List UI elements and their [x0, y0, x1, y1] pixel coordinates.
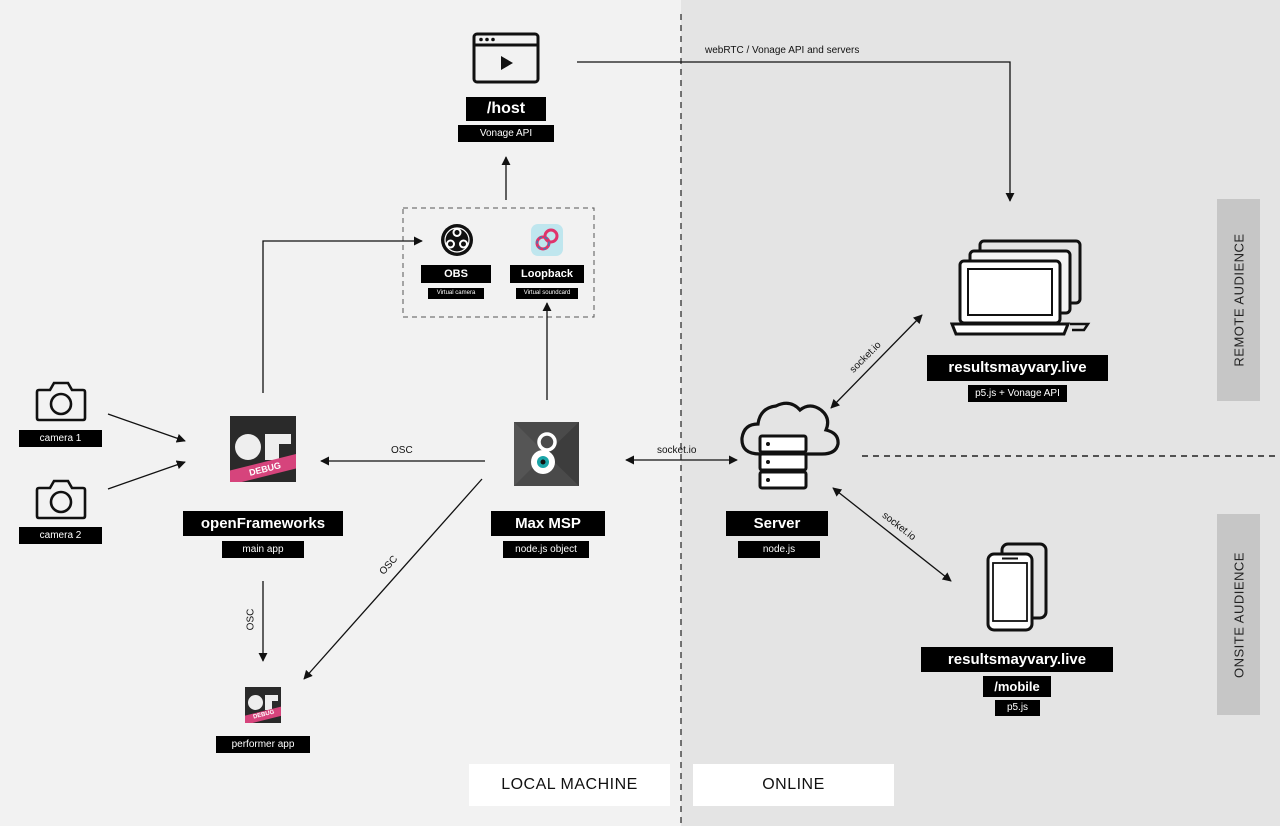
obs-icon — [441, 224, 473, 256]
performer-app-logo: DEBUG — [245, 687, 281, 723]
host-title: /host — [466, 97, 546, 121]
edge-label-socket-max-server: socket.io — [657, 445, 697, 456]
edge-label-osc-of-performer: OSC — [245, 608, 257, 631]
loopback-icon — [531, 224, 563, 256]
arrow-max-to-performer — [303, 478, 483, 680]
mobile-site-path: /mobile — [983, 676, 1051, 697]
arrow-server-mobile — [832, 487, 952, 582]
max-msp-logo — [514, 422, 579, 486]
mobile-site-subtitle: p5.js — [995, 700, 1040, 716]
online-region-background — [681, 0, 1280, 826]
camera1-label: camera 1 — [19, 430, 102, 447]
performer-app-label: performer app — [216, 736, 310, 753]
onsite-audience-label: ONSITE AUDIENCE — [1217, 514, 1260, 715]
camera-icon — [35, 479, 87, 520]
server-subtitle: node.js — [738, 541, 820, 558]
edge-label-osc-max-of: OSC — [391, 445, 413, 456]
obs-subtitle: Virtual camera — [428, 288, 484, 299]
openframeworks-logo: DEBUG — [230, 416, 296, 482]
arrow-camera2-to-of — [107, 460, 186, 490]
loopback-title: Loopback — [510, 265, 584, 283]
openframeworks-subtitle: main app — [222, 541, 304, 558]
max-msp-subtitle: node.js object — [503, 541, 589, 558]
mobile-phones-icon — [986, 542, 1048, 632]
remote-audience-text: REMOTE AUDIENCE — [1231, 233, 1246, 367]
laptops-icon — [950, 239, 1091, 336]
obs-title: OBS — [421, 265, 491, 283]
host-subtitle: Vonage API — [458, 125, 554, 142]
arrow-of-to-obs — [262, 236, 423, 393]
local-machine-label: LOCAL MACHINE — [469, 764, 670, 806]
arrow-camera1-to-of — [107, 413, 186, 443]
max-msp-title: Max MSP — [491, 511, 605, 536]
arrow-server-remote — [830, 314, 923, 409]
camera2-label: camera 2 — [19, 527, 102, 544]
cloud-server-icon — [740, 401, 840, 490]
remote-site-subtitle: p5.js + Vonage API — [968, 385, 1067, 402]
remote-audience-label: REMOTE AUDIENCE — [1217, 199, 1260, 401]
remote-site-title: resultsmayvary.live — [927, 355, 1108, 381]
online-label: ONLINE — [693, 764, 894, 806]
browser-window-icon — [472, 32, 540, 84]
camera-icon — [35, 381, 87, 422]
edge-label-webrtc: webRTC / Vonage API and servers — [705, 45, 860, 56]
arrow-host-to-remote — [577, 61, 1015, 202]
virtual-devices-group-box — [402, 207, 595, 318]
openframeworks-title: openFrameworks — [183, 511, 343, 536]
mobile-site-title: resultsmayvary.live — [921, 647, 1113, 672]
loopback-subtitle: Virtual soundcard — [516, 288, 578, 299]
onsite-audience-text: ONSITE AUDIENCE — [1231, 551, 1246, 678]
server-title: Server — [726, 511, 828, 536]
